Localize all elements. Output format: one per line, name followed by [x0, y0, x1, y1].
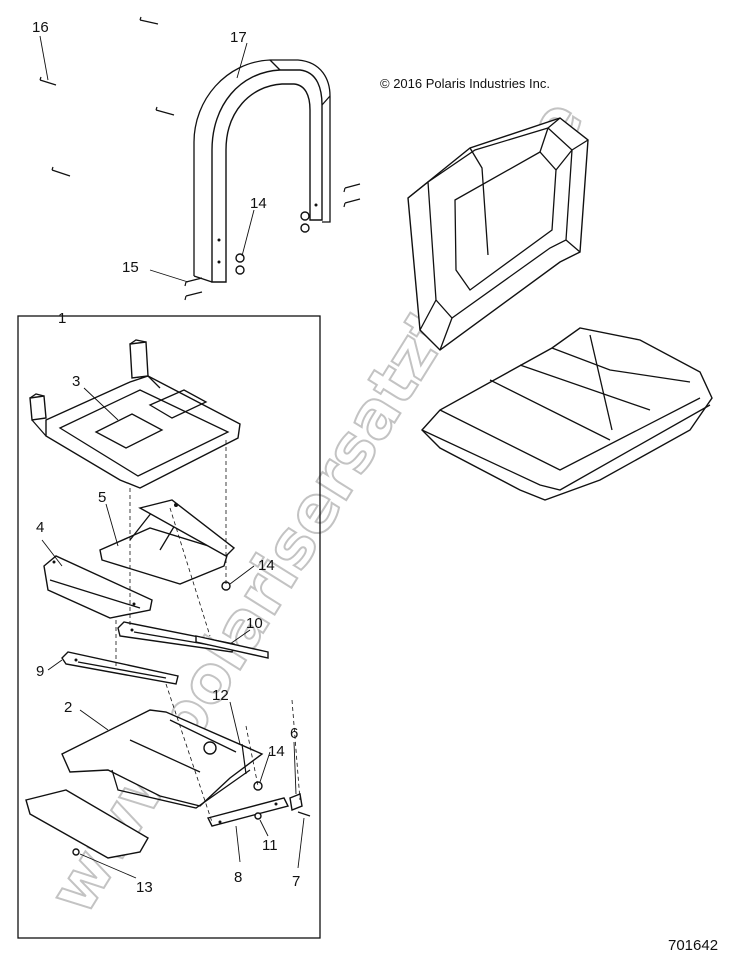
leader-lines: [39, 35, 305, 879]
callout-11: 11: [262, 837, 278, 854]
seat-bottom: [421, 327, 713, 501]
part-5-bracket: [99, 499, 236, 585]
part-16-pins: [39, 16, 175, 177]
part-4-rail-bracket: [43, 555, 153, 619]
callout-2: 2: [64, 699, 72, 716]
callout-14-lower: 14: [268, 743, 285, 760]
callout-15: 15: [122, 259, 139, 276]
part-6-clip: [289, 793, 303, 811]
part-17-headrest-frame: [193, 59, 331, 283]
seat-back: [407, 117, 589, 351]
callout-3: 3: [72, 373, 80, 390]
part-10-slide-rail: [117, 621, 269, 659]
callout-8: 8: [234, 869, 242, 886]
callout-5: 5: [98, 489, 106, 506]
part-13-panel: [25, 789, 149, 859]
part-14-nuts-upper: [235, 253, 245, 275]
callout-13: 13: [136, 879, 153, 896]
assembly-guide-lines: [115, 440, 301, 823]
callout-7: 7: [292, 873, 300, 890]
callout-14-top: 14: [250, 195, 267, 212]
part-3-seat-base-plate: [29, 339, 241, 489]
part-15-bolts: [184, 277, 203, 301]
callout-16: 16: [32, 19, 49, 36]
document-number: 701642: [668, 937, 718, 954]
part-9-slide-rail: [61, 651, 179, 685]
callout-9: 9: [36, 663, 44, 680]
part-1-assembly-box: [17, 315, 321, 939]
frame-bolts-right: [300, 183, 361, 233]
callout-17: 17: [230, 29, 247, 46]
callout-6: 6: [290, 725, 298, 742]
part-14-nut-lower: [253, 781, 263, 791]
part-7-clip: [297, 811, 311, 817]
part-11-nut: [254, 812, 262, 820]
part-12-bolt: [241, 743, 247, 775]
part-8-rail: [206, 797, 290, 827]
callout-12: 12: [212, 687, 229, 704]
callout-4: 4: [36, 519, 44, 536]
part-2-seat-frame: [61, 709, 264, 809]
callout-14-middle: 14: [258, 557, 275, 574]
callouts: 16 17 14 15 1 3 5 4 14 10 9 12 2 6 14 11…: [32, 19, 300, 896]
callout-1: 1: [58, 310, 66, 327]
callout-10: 10: [246, 615, 263, 632]
copyright-text: © 2016 Polaris Industries Inc.: [380, 76, 550, 91]
